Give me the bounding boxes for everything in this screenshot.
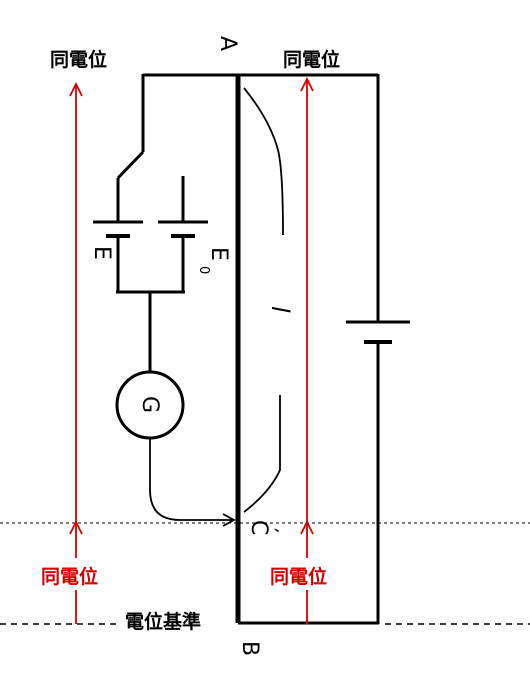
label-point-a: A	[215, 36, 240, 51]
label-emf-e0: E	[206, 247, 231, 261]
cell-e	[93, 220, 143, 238]
label-point-c: C	[246, 520, 271, 535]
wire-galvanometer-to-c	[149, 438, 232, 521]
label-galvanometer: G	[137, 396, 162, 413]
length-brace-upper	[243, 87, 284, 236]
main-battery	[346, 320, 410, 344]
label-emf-e: E	[89, 246, 114, 260]
label-same-potential-top-right: 同電位	[283, 48, 340, 71]
label-same-potential-bottom-left: 同電位	[41, 565, 98, 588]
switch-blade	[116, 150, 145, 180]
label-same-potential-bottom-right: 同電位	[270, 565, 327, 588]
label-point-b: B	[237, 641, 262, 656]
potential-arrow-right	[300, 76, 314, 624]
length-brace-lower	[243, 395, 281, 513]
label-length-l: l	[266, 306, 294, 313]
label-emf-e0-subscript: 0	[196, 266, 211, 274]
label-same-potential-top-left: 同電位	[50, 48, 107, 71]
potential-arrow-left	[69, 81, 83, 624]
label-potential-reference: 電位基準	[125, 610, 201, 633]
cell-e0	[158, 220, 208, 238]
contact-arrowhead	[222, 513, 236, 527]
label-c-prime: ′	[256, 528, 281, 533]
